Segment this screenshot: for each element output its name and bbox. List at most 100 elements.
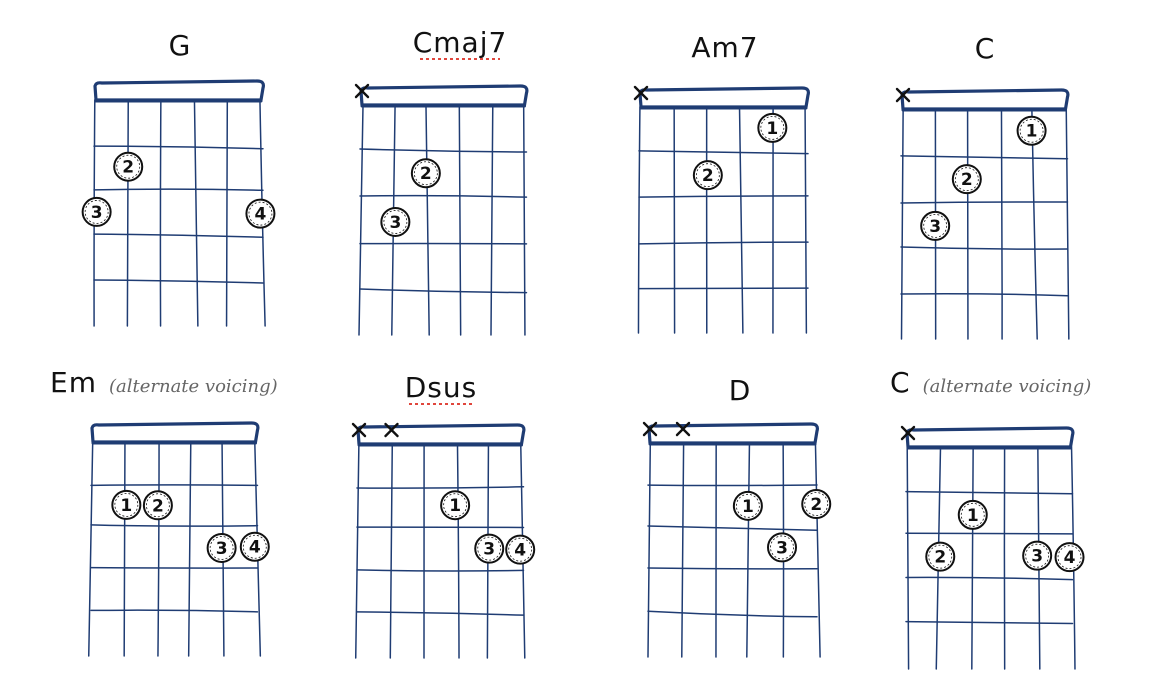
- string-line: [123, 441, 126, 657]
- string-line: [746, 442, 751, 658]
- fret-line: [647, 610, 818, 618]
- finger-number: 1: [967, 506, 979, 526]
- finger-dot: 3: [1022, 540, 1053, 571]
- string-line: [900, 108, 904, 340]
- finger-dot: 3: [206, 532, 237, 563]
- muted-string-x-icon: [900, 425, 916, 441]
- nut: [647, 422, 819, 445]
- chord-name: Dsus: [405, 371, 477, 404]
- chord-name: G: [169, 29, 192, 62]
- finger-number: 4: [249, 538, 261, 558]
- finger-dot: 2: [801, 489, 832, 520]
- fret-line: [905, 576, 1074, 581]
- muted-string-x-icon: [675, 421, 691, 437]
- fret-line: [90, 524, 259, 527]
- nut: [900, 88, 1070, 111]
- finger-dot: 1: [440, 490, 471, 521]
- string-line: [358, 104, 364, 336]
- finger-number: 1: [1026, 122, 1038, 142]
- finger-dot: 2: [692, 160, 723, 191]
- muted-string-x-icon: [384, 422, 399, 438]
- fret-line: [93, 279, 264, 284]
- fret-line: [93, 188, 264, 192]
- finger-dot: 3: [81, 196, 112, 227]
- finger-dot: 3: [767, 532, 798, 563]
- string-line: [425, 104, 430, 336]
- string-line: [1065, 108, 1070, 340]
- string-line: [126, 99, 129, 327]
- chord-diagram-2: Cmaj7 2 3: [354, 26, 529, 336]
- nut: [93, 79, 265, 102]
- finger-number: 4: [514, 541, 526, 561]
- fret-line: [647, 525, 818, 532]
- finger-number: 2: [961, 170, 973, 190]
- string-line: [456, 443, 460, 659]
- finger-number: 2: [810, 495, 822, 515]
- fret-line: [93, 233, 264, 238]
- fret-line: [359, 148, 528, 153]
- fret-line: [905, 490, 1074, 495]
- finger-number: 4: [1064, 548, 1076, 568]
- finger-number: 1: [766, 119, 778, 139]
- muted-string-x-icon: [895, 87, 911, 103]
- fret-line: [356, 611, 525, 616]
- finger-number: 3: [929, 217, 941, 237]
- finger-dot: 4: [505, 534, 536, 565]
- finger-dot: 1: [1016, 115, 1047, 146]
- chord-diagram-4: C 1 2 3: [895, 32, 1070, 340]
- string-line: [906, 446, 910, 670]
- finger-number: 3: [776, 538, 788, 558]
- chord-diagram-8: C(alternate voicing) 1 2 3 4: [890, 366, 1091, 670]
- finger-number: 3: [91, 203, 103, 223]
- finger-number: 3: [1031, 547, 1043, 567]
- chord-name: C: [975, 32, 996, 65]
- string-line: [157, 441, 160, 657]
- string-line: [814, 442, 821, 658]
- finger-number: 1: [742, 497, 754, 517]
- fret-line: [90, 609, 259, 613]
- chord-name-label: Em(alternate voicing): [50, 366, 278, 399]
- finger-number: 4: [255, 205, 267, 225]
- muted-string-x-icon: [642, 421, 658, 437]
- string-line: [225, 99, 229, 327]
- string-line: [187, 441, 192, 657]
- string-line: [193, 99, 199, 327]
- finger-dot: 3: [920, 210, 951, 241]
- muted-string-x-icon: [351, 422, 367, 438]
- finger-dot: 2: [925, 541, 956, 572]
- fret-line: [900, 292, 1069, 297]
- fret-line: [359, 194, 528, 198]
- chord-name: Cmaj7: [413, 26, 508, 59]
- finger-dot: 4: [1054, 542, 1085, 573]
- fret-line: [93, 145, 264, 150]
- fret-line: [647, 484, 818, 487]
- finger-number: 1: [449, 496, 461, 516]
- finger-number: 3: [389, 213, 401, 233]
- finger-dot: 1: [111, 489, 142, 520]
- muted-string-x-icon: [354, 83, 370, 99]
- string-line: [681, 442, 685, 658]
- chord-name-label: C(alternate voicing): [890, 366, 1091, 399]
- muted-string-x-icon: [633, 85, 649, 101]
- nut: [638, 86, 810, 109]
- finger-dot: 2: [410, 158, 441, 189]
- fret-line: [638, 195, 809, 198]
- finger-dot: 2: [142, 490, 173, 521]
- finger-dot: 4: [245, 198, 276, 229]
- finger-number: 2: [934, 548, 946, 568]
- string-line: [389, 443, 394, 659]
- finger-dot: 1: [957, 499, 988, 530]
- fret-line: [900, 246, 1069, 250]
- finger-number: 2: [152, 496, 164, 516]
- string-line: [522, 104, 526, 336]
- chord-name: C: [890, 366, 911, 399]
- fret-line: [356, 486, 525, 489]
- nut: [90, 421, 260, 444]
- fret-line: [359, 288, 528, 294]
- string-line: [804, 106, 808, 334]
